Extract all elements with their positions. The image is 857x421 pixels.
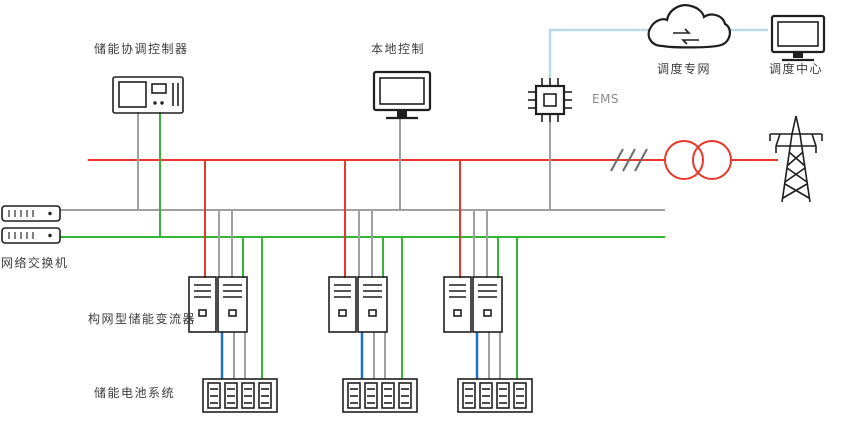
converter-group-2-icon [328, 276, 388, 333]
local-control-label: 本地控制 [371, 42, 426, 56]
network-switch-label: 网络交换机 [1, 256, 69, 270]
converter-group-3-icon [443, 276, 503, 333]
battery-system-label: 储能电池系统 [94, 386, 176, 400]
battery-group-2-icon [342, 378, 418, 413]
local-control-monitor-icon [372, 70, 432, 120]
coordinator-controller-icon [112, 76, 184, 114]
converter-column-1-links [204, 160, 263, 379]
line-break-icon [610, 148, 648, 172]
dispatch-network-cloud-icon [647, 4, 731, 49]
dispatch-network-label: 调度专网 [657, 62, 712, 76]
converter-label: 构网型储能变流器 [88, 312, 197, 326]
ems-label: EMS [592, 92, 620, 106]
coordinator-label: 储能协调控制器 [94, 42, 189, 56]
battery-group-1-icon [202, 378, 278, 413]
battery-group-3-icon [457, 378, 533, 413]
dispatch-center-monitor-icon [770, 14, 826, 62]
transformer-icon [664, 140, 732, 180]
transmission-tower-icon [769, 115, 823, 203]
converter-column-3-links [459, 160, 518, 379]
network-switch-icon [1, 205, 61, 244]
converter-column-2-links [344, 160, 403, 379]
dispatch-center-label: 调度中心 [769, 62, 824, 76]
converter-group-1-icon [188, 276, 248, 333]
ems-chip-icon [528, 78, 572, 122]
